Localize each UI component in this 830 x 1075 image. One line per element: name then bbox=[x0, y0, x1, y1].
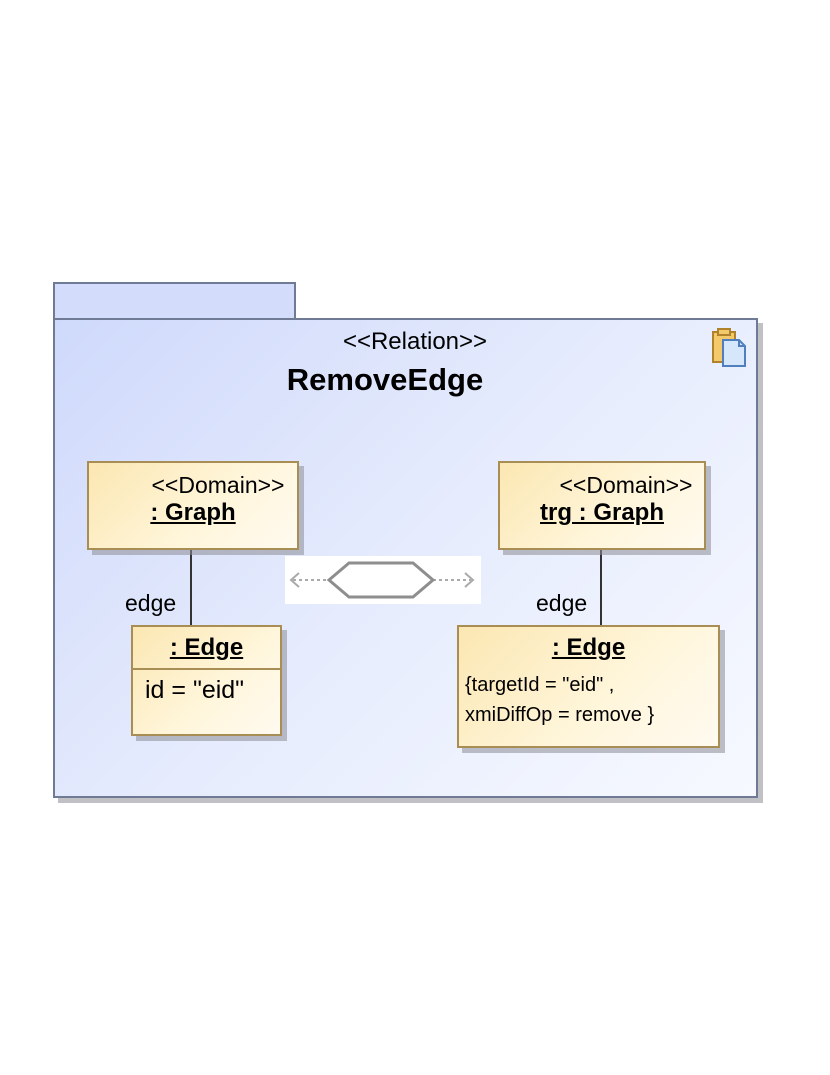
edge-title: : Edge bbox=[133, 627, 280, 670]
role-label-left: edge bbox=[125, 590, 177, 616]
edge-constraint-line-1: {targetId = "eid" , bbox=[465, 674, 615, 696]
relation-name: RemoveEdge bbox=[286, 362, 484, 397]
domain-edge-link-right[interactable] bbox=[600, 550, 602, 625]
domain-name: : Graph bbox=[150, 499, 236, 526]
domain-stereotype: <<Domain>> bbox=[559, 472, 693, 498]
domain-graph-left[interactable]: <<Domain>> : Graph bbox=[87, 461, 299, 550]
role-label-right: edge bbox=[536, 590, 588, 616]
domain-edge-link-left[interactable] bbox=[190, 550, 192, 625]
hexagon-transformation-icon[interactable] bbox=[285, 556, 481, 604]
edge-object-right[interactable]: : Edge {targetId = "eid" , xmiDiffOp = r… bbox=[457, 625, 720, 748]
package-tab bbox=[53, 282, 296, 318]
edge-constraint-line-2: xmiDiffOp = remove } bbox=[465, 704, 655, 726]
domain-name: trg : Graph bbox=[540, 499, 664, 526]
edge-object-left[interactable]: : Edge id = "eid" bbox=[131, 625, 282, 736]
package-icon bbox=[710, 328, 748, 368]
relation-stereotype: <<Relation>> bbox=[342, 328, 488, 355]
domain-graph-right[interactable]: <<Domain>> trg : Graph bbox=[498, 461, 706, 550]
domain-stereotype: <<Domain>> bbox=[151, 472, 285, 498]
edge-title: : Edge bbox=[551, 634, 626, 661]
edge-attribute: id = "eid" bbox=[145, 676, 245, 704]
